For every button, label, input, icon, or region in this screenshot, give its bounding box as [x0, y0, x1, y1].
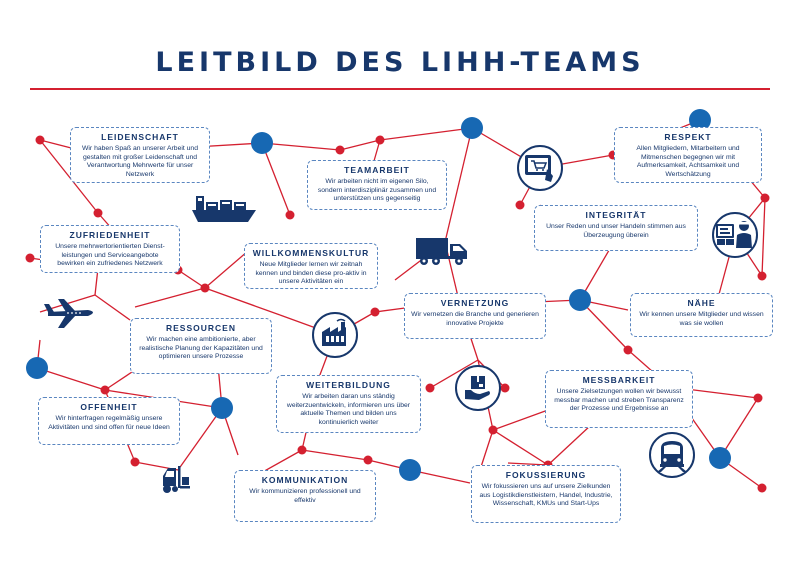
- value-title: WILLKOMMENSKULTUR: [252, 248, 370, 258]
- ship-icon: [192, 196, 256, 222]
- value-card-weiterbildung: WEITERBILDUNG Wir arbeiten daran uns stä…: [276, 375, 421, 433]
- value-text: Wir hinterfragen regelmäßig unsere Aktiv…: [48, 415, 170, 431]
- value-text: Wir haben Spaß an unserer Arbeit und ges…: [82, 145, 198, 178]
- value-card-messbarkeit: MESSBARKEIT Unsere Zielsetzungen wollen …: [545, 370, 693, 428]
- truck-icon: [416, 238, 467, 265]
- value-title: ZUFRIEDENHEIT: [69, 230, 151, 240]
- page-title: LEITBILD DES LIHH-TEAMS: [155, 47, 645, 78]
- value-title: TEAMARBEIT: [344, 165, 410, 175]
- value-text: Unsere mehrwertorientierten Dienst-leist…: [55, 243, 165, 268]
- value-card-integritaet: INTEGRITÄT Unser Reden und unser Handeln…: [534, 205, 698, 251]
- computer-shopping-icon: [525, 155, 553, 182]
- value-text: Wir machen eine ambitionierte, aber real…: [139, 336, 263, 361]
- value-card-willkommenskultur: WILLKOMMENSKULTUR Neue Mitglieder lernen…: [244, 243, 378, 289]
- value-card-kommunikation: KOMMUNIKATION Wir kommunizieren professi…: [234, 470, 376, 522]
- warehouse-worker-icon: [716, 221, 752, 248]
- value-card-zufriedenheit: ZUFRIEDENHEIT Unsere mehrwertorientierte…: [40, 225, 180, 273]
- train-icon: [657, 441, 687, 472]
- value-text: Wir kennen unsere Mitglieder und wissen …: [639, 311, 764, 327]
- value-text: Wir arbeiten nicht im eigenen Silo, sond…: [317, 178, 437, 203]
- value-title: NÄHE: [687, 298, 716, 308]
- value-card-teamarbeit: TEAMARBEIT Wir arbeiten nicht im eigenen…: [307, 160, 447, 210]
- value-card-fokussierung: FOKUSSIERUNG Wir fokussieren uns auf uns…: [471, 465, 621, 523]
- airplane-icon: [44, 299, 93, 328]
- value-text: Unser Reden und unser Handeln stimmen au…: [546, 223, 686, 239]
- value-card-offenheit: OFFENHEIT Wir hinterfragen regelmäßig un…: [38, 397, 180, 445]
- value-title: LEIDENSCHAFT: [101, 132, 179, 142]
- parcel-hand-icon: [465, 376, 490, 400]
- value-text: Allen Mitgliedern, Mitarbeitern und Mitm…: [636, 145, 740, 178]
- value-card-leidenschaft: LEIDENSCHAFT Wir haben Spaß an unserer A…: [70, 127, 210, 183]
- value-title: VERNETZUNG: [440, 298, 510, 308]
- value-card-respekt: RESPEKT Allen Mitgliedern, Mitarbeitern …: [614, 127, 762, 183]
- value-title: OFFENHEIT: [80, 402, 138, 412]
- value-text: Wir arbeiten daran uns ständig weiterzue…: [286, 393, 411, 426]
- forklift-icon: [163, 466, 190, 493]
- value-title: WEITERBILDUNG: [306, 380, 391, 390]
- value-title: INTEGRITÄT: [585, 210, 647, 220]
- value-title: RESPEKT: [664, 132, 712, 142]
- value-text: Neue Mitglieder lernen wir zeitnah kenne…: [255, 261, 367, 286]
- value-title: MESSBARKEIT: [582, 375, 656, 385]
- value-card-naehe: NÄHE Wir kennen unsere Mitglieder und wi…: [630, 293, 773, 337]
- value-card-ressourcen: RESSOURCEN Wir machen eine ambitionierte…: [130, 318, 272, 374]
- value-text: Wir vernetzen die Branche und generieren…: [411, 311, 539, 327]
- factory-icon: [322, 318, 346, 346]
- value-title: FOKUSSIERUNG: [505, 470, 587, 480]
- value-text: Wir kommunizieren professionell und effe…: [249, 488, 361, 504]
- value-title: RESSOURCEN: [166, 323, 236, 333]
- value-text: Unsere Zielsetzungen wollen wir bewusst …: [554, 388, 684, 413]
- value-card-vernetzung: VERNETZUNG Wir vernetzen die Branche und…: [404, 293, 546, 339]
- title-underline: [30, 88, 770, 90]
- value-title: KOMMUNIKATION: [261, 475, 349, 485]
- value-text: Wir fokussieren uns auf unsere Zielkunde…: [479, 483, 613, 508]
